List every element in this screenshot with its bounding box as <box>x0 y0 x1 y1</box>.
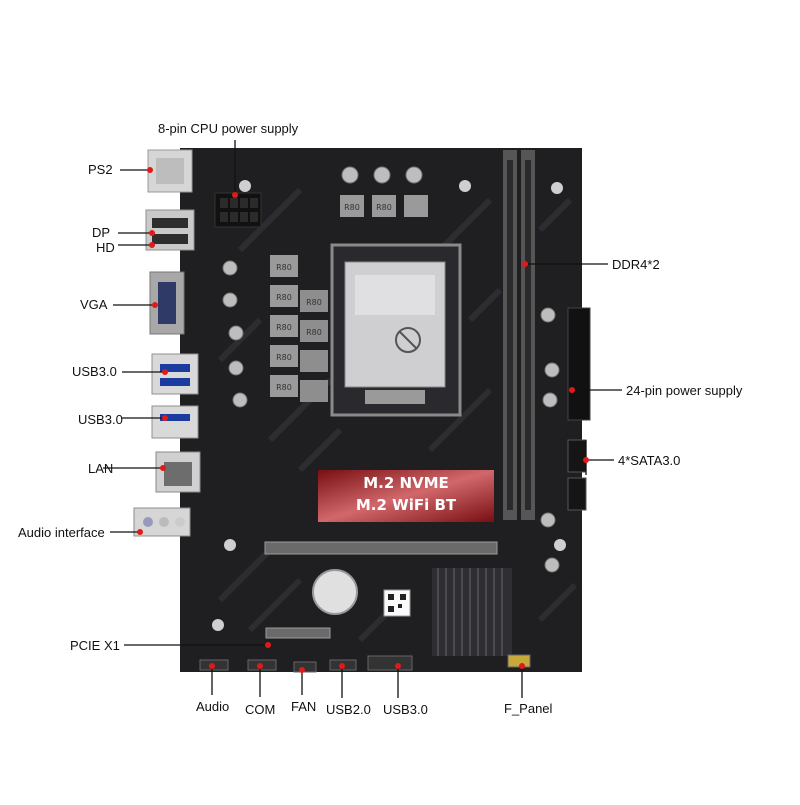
label-fan: FAN <box>291 699 317 714</box>
pcie-x16-slot <box>264 541 498 555</box>
choke-marking: R80 <box>344 203 360 212</box>
pcb-trace-pattern <box>217 187 578 643</box>
cpu-socket <box>330 243 462 417</box>
sata-connectors <box>567 439 587 511</box>
label-f-panel: F_Panel <box>504 701 553 716</box>
label-pcie-x1: PCIE X1 <box>70 638 120 653</box>
choke-marking: R80 <box>306 328 322 337</box>
banner-line-1: M.2 NVME <box>363 474 449 492</box>
label-usb30-top: USB3.0 <box>72 364 117 379</box>
vrm-chokes-left <box>270 255 328 402</box>
atx-24pin-connector <box>567 307 591 421</box>
label-lan: LAN <box>88 461 114 476</box>
banner-line-2: M.2 WiFi BT <box>355 496 457 514</box>
usb30-port-top <box>151 353 199 395</box>
label-audio-interface: Audio interface <box>18 525 105 540</box>
pcie-x1-slot <box>265 627 331 639</box>
usb30-port-mid <box>151 405 199 439</box>
label-usb20: USB2.0 <box>326 702 371 717</box>
label-vga: VGA <box>80 297 108 312</box>
label-hd: HD <box>96 240 115 255</box>
choke-marking: R80 <box>306 298 322 307</box>
ddr4-slots <box>503 150 535 520</box>
mounting-holes <box>212 180 566 631</box>
label-dp: DP <box>92 225 111 240</box>
label-usb30-mid: USB3.0 <box>78 412 123 427</box>
label-24pin: 24-pin power supply <box>626 383 743 398</box>
label-ps2: PS2 <box>88 162 113 177</box>
vrm-chokes-top <box>340 195 428 217</box>
cmos-battery <box>312 569 358 615</box>
capacitors <box>222 166 560 573</box>
chipset-heatsink <box>432 568 512 656</box>
choke-marking: R80 <box>276 323 292 332</box>
label-audio: Audio <box>196 699 230 714</box>
label-ddr4: DDR4*2 <box>612 257 660 272</box>
choke-marking: R80 <box>376 203 392 212</box>
callouts <box>103 140 622 698</box>
label-sata: 4*SATA3.0 <box>618 453 681 468</box>
qr-sticker <box>383 589 411 617</box>
label-cpu-power: 8-pin CPU power supply <box>158 121 299 136</box>
label-com: COM <box>245 702 276 717</box>
choke-marking: R80 <box>276 293 292 302</box>
choke-marking: R80 <box>276 383 292 392</box>
label-usb30-bottom: USB3.0 <box>383 702 428 717</box>
choke-marking: R80 <box>276 353 292 362</box>
callout-dots <box>137 167 589 673</box>
choke-marking: R80 <box>276 263 292 272</box>
